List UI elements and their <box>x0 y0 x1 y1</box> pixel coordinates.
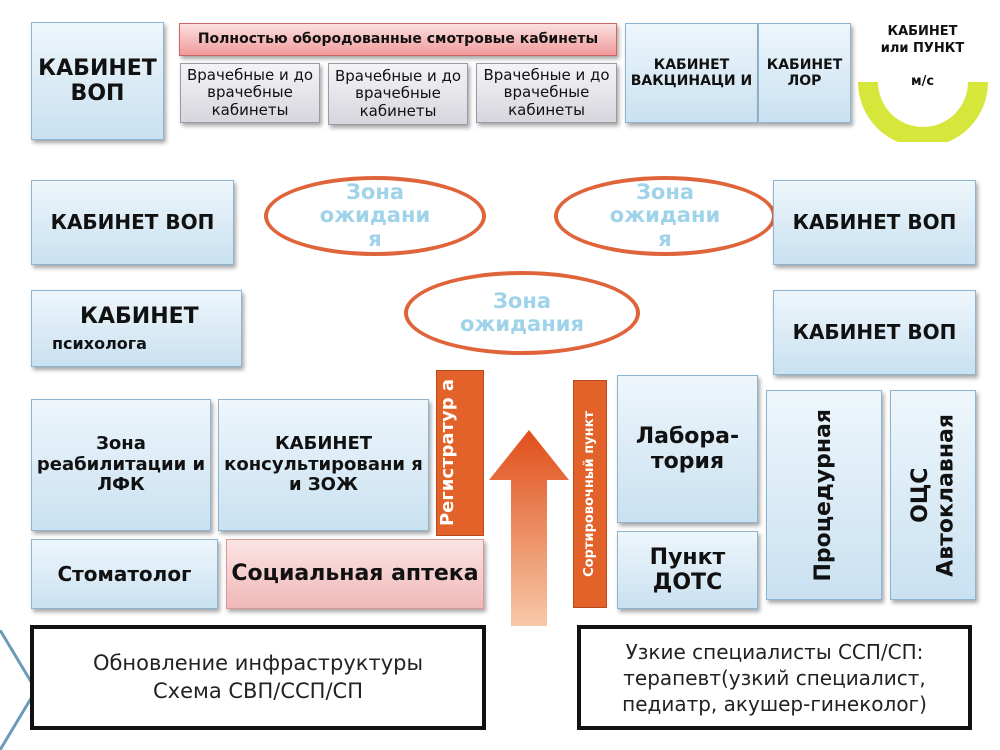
exam-rooms-banner: Полностью оборoдованные смотровые кабине… <box>179 23 617 56</box>
registry-strip: Регистратур а <box>436 370 484 536</box>
room-vop-left-text: КАБИНЕТ ВОП <box>50 210 215 234</box>
room-vop-right-mid-text: КАБИНЕТ ВОП <box>792 320 957 344</box>
waiting-zone-2-text: Зона ожидани я <box>609 180 721 251</box>
room-lor: КАБИНЕТ ЛОР <box>758 23 851 123</box>
sorting-point-text: Сортировочный пункт <box>581 411 597 577</box>
room-procedure-text: Процедурная <box>811 408 837 582</box>
footer-infrastructure-line1: Обновление инфраструктуры <box>92 651 424 676</box>
social-pharmacy: Социальная аптека <box>226 539 484 609</box>
room-dentist-text: Стоматолог <box>57 561 192 586</box>
room-ocs-autoclave: ОЦС Автоклавная <box>890 390 976 600</box>
room-psychologist-line2: психолога <box>52 333 147 353</box>
footer-specialists-box: Узкие специалисты ССП/СП: терапевт(узкий… <box>577 625 972 730</box>
waiting-zone-3: Зона ожидания <box>404 271 640 355</box>
waiting-zone-1-text: Зона ожидани я <box>319 180 431 251</box>
room-psychologist: КАБИНЕТ психолога <box>31 290 242 367</box>
room-vop-top-left-line1: КАБИНЕТ <box>38 55 157 81</box>
room-consulting: КАБИНЕТ консультировани я и ЗОЖ <box>218 399 429 531</box>
room-vop-right-mid: КАБИНЕТ ВОП <box>773 290 976 375</box>
social-pharmacy-text: Социальная аптека <box>231 561 479 587</box>
entrance-arrow-icon <box>489 430 569 626</box>
footer-specialists-line1: Узкие специалисты ССП/СП: <box>625 639 924 664</box>
zone-rehabilitation: Зона реабилитации и ЛФК <box>31 399 211 531</box>
footer-specialists-line2: терапевт(узкий специалист, <box>623 665 926 690</box>
room-vaccination: КАБИНЕТ ВАКЦИНАЦИ И <box>625 23 758 123</box>
room-laboratory-text: Лабора- тория <box>635 423 740 474</box>
nurse-point-label: КАБИНЕТ или ПУНКТ м/с <box>860 24 985 91</box>
footer-specialists-line3: педиатр, акушер-гинеколог) <box>622 691 927 716</box>
exam-rooms-banner-text: Полностью оборoдованные смотровые кабине… <box>197 30 599 47</box>
room-psychologist-line1: КАБИНЕТ <box>80 303 199 329</box>
room-vop-top-left-line2: ВОП <box>70 81 125 106</box>
nurse-point-line2: или ПУНКТ <box>880 40 965 56</box>
room-vaccination-text: КАБИНЕТ ВАКЦИНАЦИ И <box>630 56 753 89</box>
room-ocs-autoclave-text: ОЦС Автоклавная <box>908 414 959 577</box>
waiting-zone-2: Зона ожидани я <box>554 176 776 256</box>
doctor-rooms-1-text: Врачебные и до врачебные кабинеты <box>186 66 314 119</box>
footer-infrastructure-box: Обновление инфраструктуры Схема СВП/ССП/… <box>30 625 486 730</box>
doctor-rooms-1: Врачебные и до врачебные кабинеты <box>180 63 320 123</box>
nurse-point-line1: КАБИНЕТ <box>887 24 958 39</box>
room-vop-top-left: КАБИНЕТ ВОП <box>31 22 164 140</box>
waiting-zone-1: Зона ожидани я <box>264 176 486 256</box>
doctor-rooms-3-text: Врачебные и до врачебные кабинеты <box>483 66 610 119</box>
room-procedure: Процедурная <box>766 390 882 600</box>
sorting-point-strip: Сортировочный пункт <box>573 380 607 608</box>
room-vop-right-top: КАБИНЕТ ВОП <box>773 180 976 265</box>
room-laboratory: Лабора- тория <box>617 375 758 523</box>
waiting-zone-3-text: Зона ожидания <box>460 288 584 336</box>
room-ocs-line2: Автоклавная <box>933 413 958 577</box>
doctor-rooms-2-text: Врачебные и до врачебные кабинеты <box>334 67 462 120</box>
room-dots-point: Пункт ДОТС <box>617 531 758 609</box>
room-ocs-line1: ОЦС <box>907 467 933 523</box>
zone-rehabilitation-text: Зона реабилитации и ЛФК <box>36 432 206 496</box>
room-consulting-text: КАБИНЕТ консультировани я и ЗОЖ <box>224 432 423 496</box>
nurse-point-shape <box>858 82 988 142</box>
doctor-rooms-2: Врачебные и до врачебные кабинеты <box>328 63 468 125</box>
doctor-rooms-3: Врачебные и до врачебные кабинеты <box>476 63 617 123</box>
footer-infrastructure-line2: Схема СВП/ССП/СП <box>153 678 363 703</box>
room-vop-left: КАБИНЕТ ВОП <box>31 180 234 265</box>
room-dentist: Стоматолог <box>31 539 218 609</box>
registry-text: Регистратур а <box>437 379 458 527</box>
room-dots-point-text: Пункт ДОТС <box>649 544 726 595</box>
room-lor-text: КАБИНЕТ ЛОР <box>766 56 843 89</box>
room-vop-right-top-text: КАБИНЕТ ВОП <box>792 210 957 234</box>
nurse-point-line3: м/с <box>910 73 935 89</box>
